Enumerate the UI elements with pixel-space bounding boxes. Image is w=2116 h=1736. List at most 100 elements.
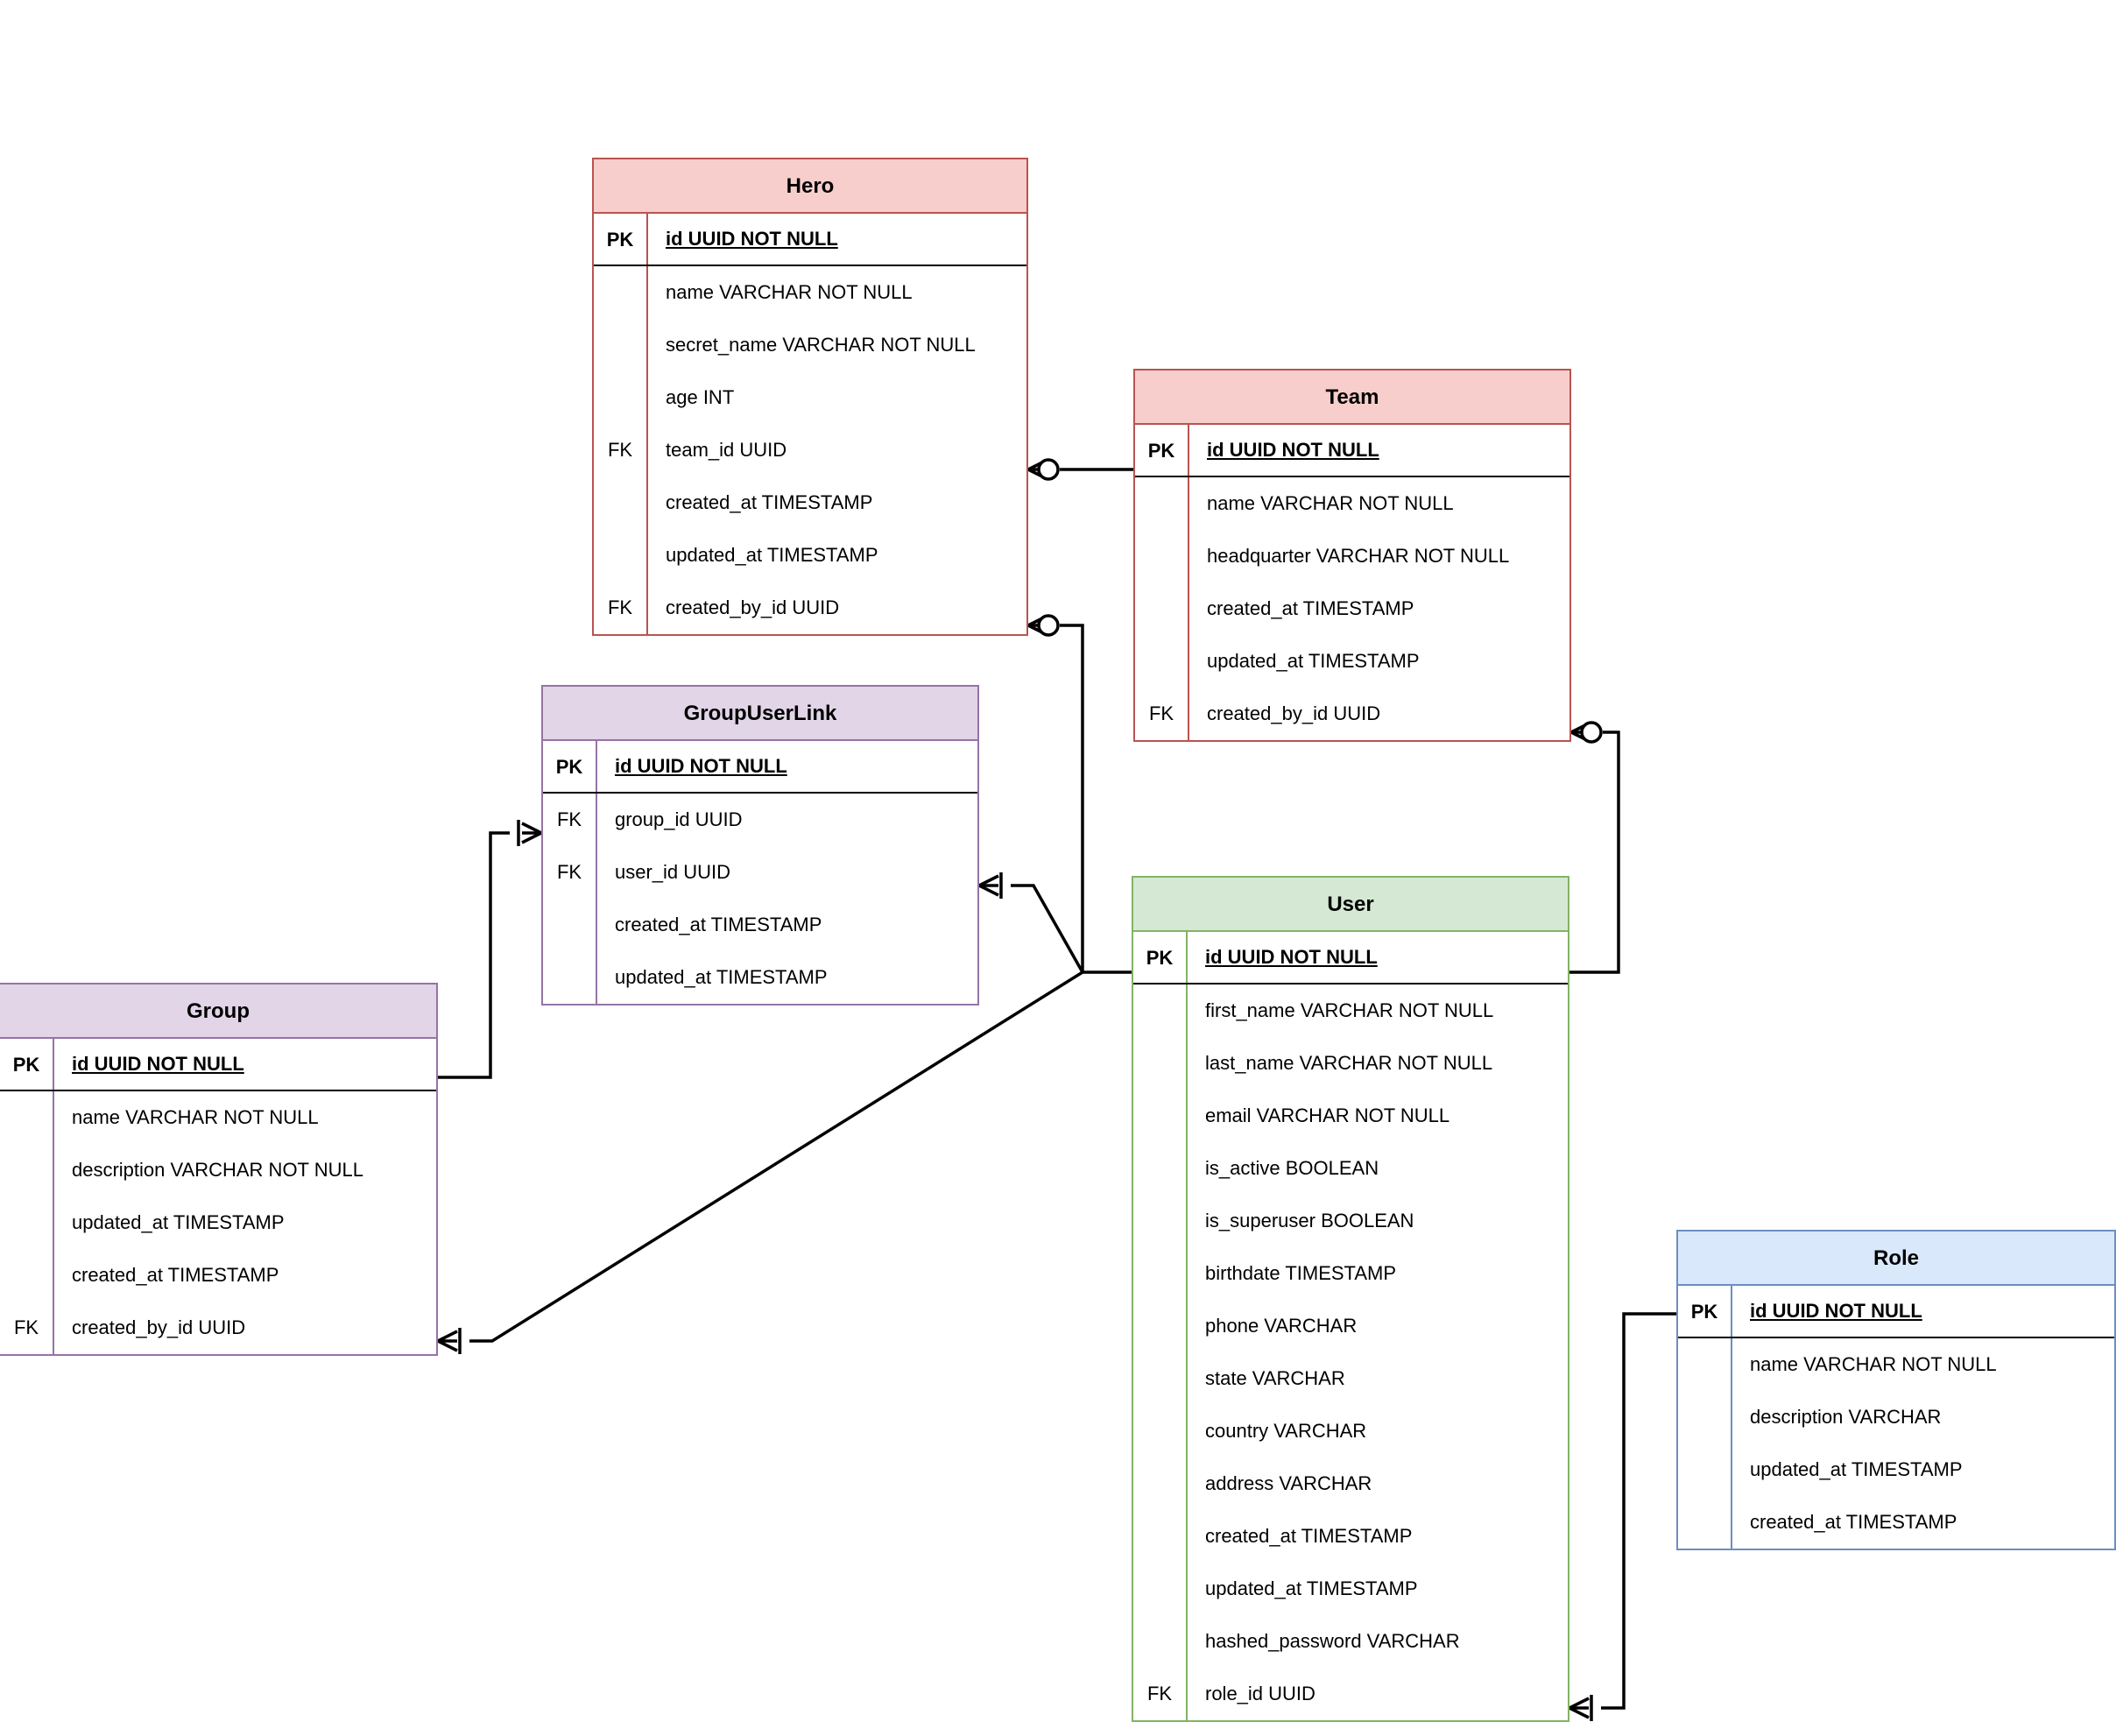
attribute-row[interactable]: name VARCHAR NOT NULL <box>1678 1338 2114 1391</box>
entity-title-team: Team <box>1135 370 1569 425</box>
attribute-name: created_by_id UUID <box>1207 702 1381 724</box>
fk-badge: FK <box>594 582 648 634</box>
attribute-row[interactable]: headquarter VARCHAR NOT NULL <box>1135 530 1569 582</box>
attribute-row[interactable]: secret_name VARCHAR NOT NULL <box>594 319 1026 371</box>
key-cell-empty <box>1133 1300 1188 1352</box>
attribute-name: id UUID NOT NULL <box>72 1053 244 1075</box>
attribute-list-group: PK id UUID NOT NULL name VARCHAR NOT NULL d… <box>0 1039 436 1354</box>
entity-title-role: Role <box>1678 1231 2114 1286</box>
key-cell-empty <box>0 1196 54 1249</box>
attribute-row[interactable]: hashed_password VARCHAR <box>1133 1615 1568 1668</box>
attribute-row[interactable]: email VARCHAR NOT NULL <box>1133 1090 1568 1142</box>
key-cell-empty <box>1135 582 1189 635</box>
key-cell-empty <box>543 951 597 1004</box>
attribute-name: secret_name VARCHAR NOT NULL <box>666 334 976 356</box>
key-cell-empty <box>594 266 648 319</box>
attribute-row[interactable]: name VARCHAR NOT NULL <box>0 1091 436 1144</box>
entity-title-group: Group <box>0 984 436 1039</box>
edge-hero-user <box>1027 614 1084 972</box>
attribute-row[interactable]: state VARCHAR <box>1133 1352 1568 1405</box>
attribute-row[interactable]: created_at TIMESTAMP <box>1135 582 1569 635</box>
attribute-name: id UUID NOT NULL <box>1750 1300 1922 1322</box>
edge-gul-group <box>438 820 542 1079</box>
attribute-name: team_id UUID <box>666 439 787 461</box>
attribute-row[interactable]: updated_at TIMESTAMP <box>543 951 977 1004</box>
attribute-name: age INT <box>666 386 735 408</box>
attribute-row[interactable]: description VARCHAR <box>1678 1391 2114 1443</box>
key-cell-empty <box>1133 1405 1188 1457</box>
entity-title-user: User <box>1133 878 1568 932</box>
attribute-row[interactable]: updated_at TIMESTAMP <box>0 1196 436 1249</box>
attribute-row[interactable]: country VARCHAR <box>1133 1405 1568 1457</box>
attribute-name: updated_at TIMESTAMP <box>1207 650 1420 672</box>
attribute-name: created_at TIMESTAMP <box>615 914 822 935</box>
attribute-name: user_id UUID <box>615 861 731 883</box>
attribute-name: name VARCHAR NOT NULL <box>666 281 913 303</box>
attribute-name: name VARCHAR NOT NULL <box>72 1106 319 1128</box>
key-cell-empty <box>1678 1443 1732 1496</box>
edge-hero-team <box>1027 458 1133 481</box>
attribute-row[interactable]: updated_at TIMESTAMP <box>1678 1443 2114 1496</box>
fk-badge: FK <box>1133 1668 1188 1720</box>
attribute-row[interactable]: created_at TIMESTAMP <box>543 899 977 951</box>
attribute-row[interactable]: phone VARCHAR <box>1133 1300 1568 1352</box>
attribute-row[interactable]: created_at TIMESTAMP <box>0 1249 436 1302</box>
attribute-row[interactable]: age INT <box>594 371 1026 424</box>
attribute-name: last_name VARCHAR NOT NULL <box>1205 1052 1493 1074</box>
attribute-row[interactable]: updated_at TIMESTAMP <box>1133 1563 1568 1615</box>
attribute-row[interactable]: address VARCHAR <box>1133 1457 1568 1510</box>
attribute-name: created_at TIMESTAMP <box>72 1264 279 1286</box>
attribute-row[interactable]: name VARCHAR NOT NULL <box>594 266 1026 319</box>
key-cell-empty <box>594 529 648 582</box>
key-cell-empty <box>0 1249 54 1302</box>
edge-team-user <box>1569 721 1620 974</box>
key-cell-empty <box>1135 530 1189 582</box>
pk-badge: PK <box>0 1039 54 1090</box>
key-cell-empty <box>1133 1195 1188 1247</box>
edge-gul-user <box>978 872 1084 973</box>
attribute-name: state VARCHAR <box>1205 1367 1345 1389</box>
attribute-name: hashed_password VARCHAR <box>1205 1630 1460 1652</box>
key-cell-empty <box>1133 1510 1188 1563</box>
attribute-row[interactable]: last_name VARCHAR NOT NULL <box>1133 1037 1568 1090</box>
attribute-row[interactable]: name VARCHAR NOT NULL <box>1135 477 1569 530</box>
key-cell-empty <box>1135 477 1189 530</box>
attribute-name: id UUID NOT NULL <box>1207 439 1379 461</box>
attribute-row[interactable]: updated_at TIMESTAMP <box>1135 635 1569 688</box>
attribute-row[interactable]: is_active BOOLEAN <box>1133 1142 1568 1195</box>
attribute-row[interactable]: description VARCHAR NOT NULL <box>0 1144 436 1196</box>
attribute-row[interactable]: created_at TIMESTAMP <box>594 476 1026 529</box>
attribute-row[interactable]: is_superuser BOOLEAN <box>1133 1195 1568 1247</box>
attribute-name: id UUID NOT NULL <box>666 228 838 250</box>
key-cell-empty <box>1135 635 1189 688</box>
attribute-row[interactable]: PK id UUID NOT NULL <box>0 1039 436 1091</box>
attribute-row[interactable]: updated_at TIMESTAMP <box>594 529 1026 582</box>
attribute-row[interactable]: birthdate TIMESTAMP <box>1133 1247 1568 1300</box>
attribute-row[interactable]: created_at TIMESTAMP <box>1133 1510 1568 1563</box>
attribute-name: group_id UUID <box>615 808 743 830</box>
attribute-row[interactable]: first_name VARCHAR NOT NULL <box>1133 984 1568 1037</box>
key-cell-empty <box>1133 1352 1188 1405</box>
attribute-row[interactable]: created_at TIMESTAMP <box>1678 1496 2114 1549</box>
